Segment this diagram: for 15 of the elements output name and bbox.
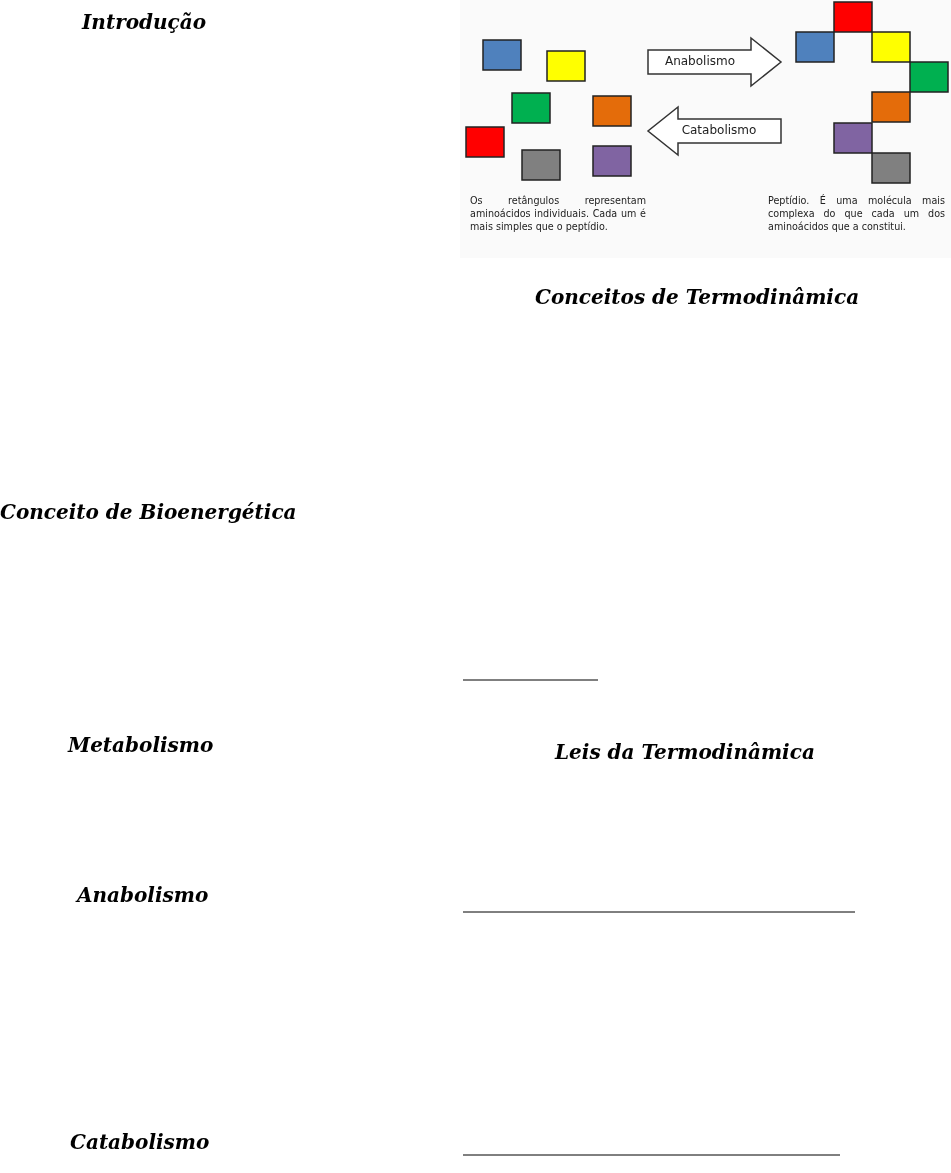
section-heading: Conceitos de Termodinâmica xyxy=(535,285,860,309)
amino-acids-drawing xyxy=(463,36,635,184)
section-heading: Anabolismo xyxy=(77,883,209,907)
section-heading: Metabolismo xyxy=(68,733,214,757)
edge-label: Catabolismo xyxy=(680,123,758,137)
node-label: Os retângulos representam aminoácidos individuais. Cada um é mais simples que o peptídio. xyxy=(470,194,646,233)
section-heading: Catabolismo xyxy=(70,1130,210,1154)
section-heading: Introdução xyxy=(82,10,206,34)
node-label: Peptídio. É uma molécula mais complexa do que cada um dos aminoácidos que a constitui. xyxy=(768,194,945,233)
section-heading: Leis da Termodinâmica xyxy=(555,740,815,764)
edge-label: Anabolismo xyxy=(663,54,737,68)
peptide-drawing xyxy=(794,0,950,186)
block-arrow xyxy=(647,36,783,88)
block-arrow xyxy=(646,105,782,157)
section-heading: Conceito de Bioenergética xyxy=(0,500,297,524)
